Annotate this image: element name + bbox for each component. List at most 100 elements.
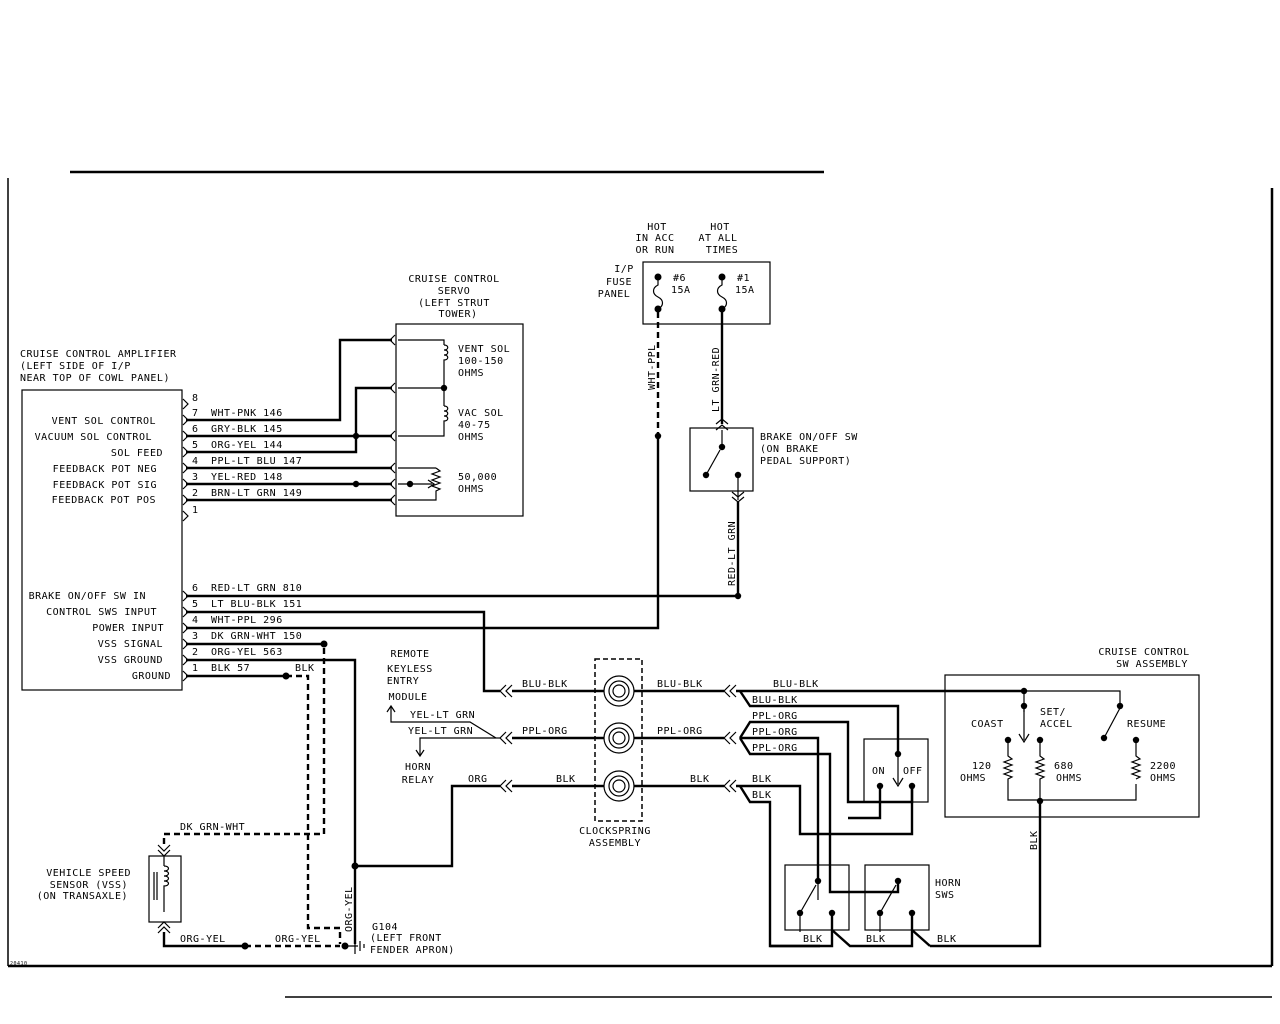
fuse-1-label-2: 15A: [735, 285, 755, 296]
pin-num-4: 4: [192, 456, 199, 467]
ip-fuse-panel: HOT IN ACC OR RUN HOT AT ALL TIMES I/P F…: [598, 222, 771, 325]
ground-label-2: (LEFT FRONT: [370, 933, 442, 944]
servo-title-1: CRUISE CONTROL: [408, 274, 499, 285]
r680-label-1: 680: [1054, 761, 1074, 772]
brake-sw-label-3: PEDAL SUPPORT): [760, 456, 851, 467]
set-accel-label-1: SET/: [1040, 707, 1066, 718]
hot-acc-3: OR RUN: [635, 245, 674, 256]
pin-num-5: 5: [192, 440, 199, 451]
r2200-label-1: 2200: [1150, 761, 1176, 772]
wire-dk-grn-wht-150: DK GRN-WHT 150: [211, 631, 302, 642]
fuse-6-label-1: #6: [673, 273, 686, 284]
vehicle-speed-sensor: VEHICLE SPEED SENSOR (VSS) (ON TRANSAXLE…: [37, 844, 182, 934]
horn-blk-a: BLK: [803, 934, 823, 945]
clockspring-coil-3-icon: [603, 770, 635, 802]
ground-label-3: FENDER APRON): [370, 945, 455, 956]
remote-keyless-entry: REMOTE KEYLESS ENTRY MODULE YEL-LT GRN Y…: [386, 649, 497, 786]
pot-label-1: 50,000: [458, 472, 497, 483]
fuse-panel-label-2: FUSE: [606, 277, 632, 288]
pin-num-1: 1: [192, 505, 199, 516]
resistor-680-icon: [1034, 740, 1046, 800]
corner-code: 20410: [10, 961, 28, 967]
wire-blk-ground: BLK: [295, 663, 315, 674]
sw-assembly-blk: BLK: [1029, 830, 1040, 850]
rke-label-4: MODULE: [388, 692, 427, 703]
brake-sw-label-1: BRAKE ON/OFF SW: [760, 432, 858, 443]
coast-label: COAST: [971, 719, 1004, 730]
cs-left-blk: BLK: [556, 774, 576, 785]
vss-org-yel-vertical: ORG-YEL: [344, 886, 355, 932]
wire-wht-ppl-vertical: WHT-PPL: [647, 344, 658, 390]
rs-blk-1: BLK: [752, 774, 772, 785]
rs-blu-blk-1: BLU-BLK: [773, 679, 819, 690]
cs-right-blu-blk: BLU-BLK: [657, 679, 703, 690]
pin-label-control-sws-input: CONTROL SWS INPUT: [46, 607, 157, 618]
clockspring-label-1: CLOCKSPRING: [579, 826, 651, 837]
resistor-120-icon: [1002, 740, 1137, 801]
hot-acc-1: HOT: [647, 222, 667, 233]
clockspring-left-wires: BLU-BLK PPL-ORG ORG BLK: [186, 610, 604, 868]
vent-sol-label-1: VENT SOL: [458, 344, 510, 355]
vent-sol-label-3: OHMS: [458, 368, 484, 379]
wire-blk-57: BLK 57: [211, 663, 250, 674]
clockspring-right-wires: BLU-BLK PPL-ORG BLK BLU-BLK BLU-BLK PPL-…: [634, 679, 1024, 948]
servo-title-4: TOWER): [438, 309, 477, 320]
wire-red-lt-grn-810: RED-LT GRN 810: [211, 583, 302, 594]
pin-num-b6: 6: [192, 583, 199, 594]
vac-sol-label-1: VAC SOL: [458, 408, 504, 419]
pin-label-vss-signal: VSS SIGNAL: [98, 639, 163, 650]
hot-acc-2: IN ACC: [635, 233, 674, 244]
horn-blk-b: BLK: [866, 934, 886, 945]
rke-label-3: ENTRY: [387, 676, 420, 687]
horn-switch-1-blade-icon: [799, 884, 817, 914]
horn-label-1: HORN: [935, 878, 961, 889]
vss-org-yel-2: ORG-YEL: [275, 934, 321, 945]
hot-all-2: AT ALL: [698, 233, 737, 244]
horn-relay-1: HORN: [405, 762, 431, 773]
clockspring-assembly: CLOCKSPRING ASSEMBLY: [579, 658, 651, 849]
amp-pin-chevron: [182, 510, 189, 522]
cruise-control-servo: CRUISE CONTROL SERVO (LEFT STRUT TOWER) …: [389, 274, 524, 517]
cs-right-blk: BLK: [690, 774, 710, 785]
vss-coil-icon: [163, 865, 170, 912]
fuse-1-label-1: #1: [737, 273, 750, 284]
on-off-switch: ON OFF: [848, 738, 929, 820]
wire-yel-lt-grn-2: YEL-LT GRN: [408, 726, 473, 737]
brake-switch-blade-icon: [705, 449, 721, 476]
pin-label-vss-ground: VSS GROUND: [98, 655, 163, 666]
vac-sol-label-3: OHMS: [458, 432, 484, 443]
servo-title-2: SERVO: [438, 286, 471, 297]
vss-label-3: (ON TRANSAXLE): [37, 891, 128, 902]
horn-switches: HORN SWS BLK BLK BLK: [770, 864, 961, 948]
vss-dk-grn-wht: DK GRN-WHT: [180, 822, 245, 833]
wire-lt-blu-blk-151: LT BLU-BLK 151: [211, 599, 302, 610]
hot-all-3: TIMES: [706, 245, 739, 256]
pin-label-sol-feed: SOL FEED: [111, 448, 163, 459]
horn-blk-c: BLK: [937, 934, 957, 945]
pin-label-feedback-pot-neg: FEEDBACK POT NEG: [53, 464, 157, 475]
wire-org-yel-144: ORG-YEL 144: [211, 440, 283, 451]
rs-ppl-org-3: PPL-ORG: [752, 743, 798, 754]
rke-label-2: KEYLESS: [387, 664, 433, 675]
servo-title-3: (LEFT STRUT: [418, 298, 490, 309]
wire-wht-pnk-146: WHT-PNK 146: [211, 408, 283, 419]
pin-label-vent-sol-control: VENT SOL CONTROL: [52, 416, 156, 427]
fuse-panel-label-3: PANEL: [598, 289, 631, 300]
brake-on-off-switch: BRAKE ON/OFF SW (ON BRAKE PEDAL SUPPORT)…: [186, 418, 858, 600]
resume-label: RESUME: [1127, 719, 1166, 730]
ground-icon: [342, 938, 365, 954]
horn-relay-2: RELAY: [402, 775, 435, 786]
servo-connector: [389, 334, 396, 506]
vss-and-ground-wires: DK GRN-WHT ORG-YEL ORG-YEL ORG-YEL G104 …: [162, 640, 455, 956]
fuse-wires: WHT-PPL LT GRN-RED: [186, 312, 724, 630]
clockspring-label-2: ASSEMBLY: [589, 838, 641, 849]
r680-label-2: OHMS: [1056, 773, 1082, 784]
vac-sol-label-2: 40-75: [458, 420, 491, 431]
pin-label-feedback-pot-sig: FEEDBACK POT SIG: [53, 480, 157, 491]
ground-label-1: G104: [372, 922, 398, 933]
rs-ppl-org-1: PPL-ORG: [752, 711, 798, 722]
pot-label-2: OHMS: [458, 484, 484, 495]
vss-label-2: SENSOR (VSS): [50, 880, 128, 891]
cs-left-blu-blk: BLU-BLK: [522, 679, 568, 690]
